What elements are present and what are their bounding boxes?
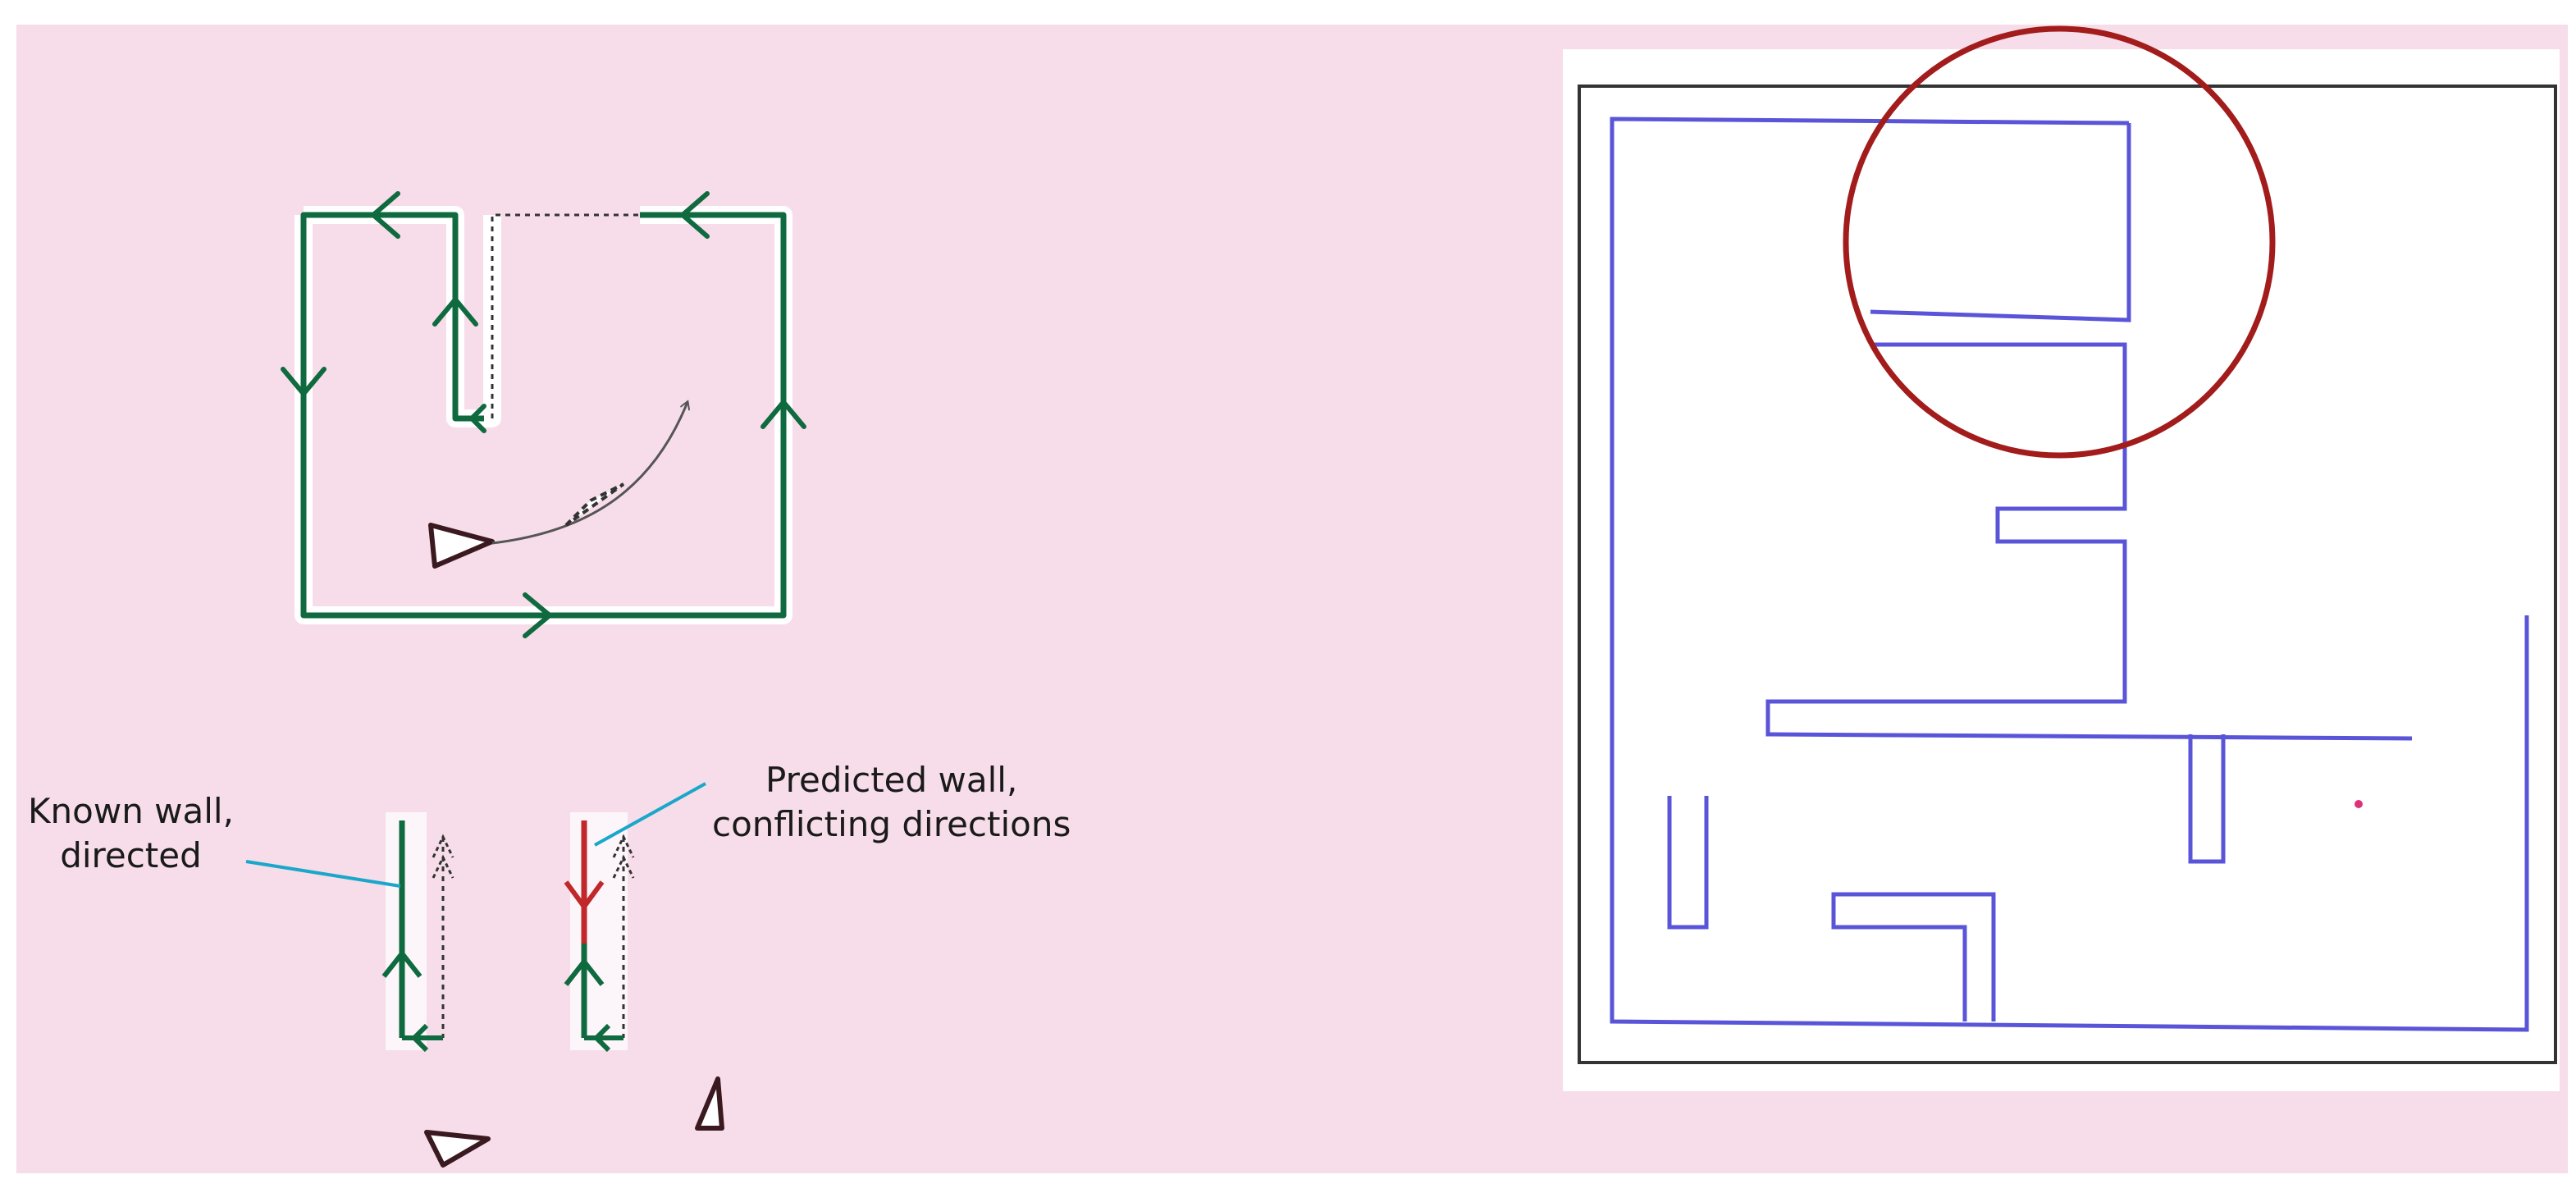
- map-wall: [2188, 734, 2226, 864]
- room-loop-diagram: [281, 191, 806, 638]
- map-border: [1578, 85, 2557, 1064]
- known-wall-loop: [300, 212, 787, 619]
- known-wall-label-line1: Known wall,: [28, 791, 234, 831]
- direction-arrow-icon: [369, 191, 400, 239]
- map-wall: [1765, 342, 2413, 741]
- robot-motion-path: [491, 402, 687, 545]
- map-wall: [1831, 892, 1996, 1021]
- robot-triangle-icon: [424, 1130, 491, 1168]
- robot-triangle-icon: [428, 523, 495, 569]
- known-wall-example: [381, 812, 454, 1053]
- robot-triangle-icon: [695, 1076, 724, 1131]
- direction-arrow-icon: [381, 949, 422, 978]
- known-wall-leader-line: [245, 860, 401, 888]
- robot-position-dot: [2354, 800, 2363, 808]
- direction-arrow-icon: [410, 1023, 429, 1053]
- highlight-circle: [1843, 25, 2276, 459]
- occupancy-map: [1563, 25, 2560, 1091]
- direction-arrow-icon: [281, 367, 327, 398]
- predicted-wall-label-line2: conflicting directions: [712, 804, 1071, 844]
- known-wall-label: Known wall, directed: [28, 789, 234, 878]
- map-wall: [1870, 123, 2131, 322]
- map-wall: [1610, 117, 2529, 1032]
- direction-arrow-icon: [432, 295, 478, 327]
- predicted-wall-label: Predicted wall, conflicting directions: [712, 758, 1071, 847]
- direction-arrow-icon: [592, 1023, 611, 1053]
- direction-arrow-icon: [468, 404, 486, 433]
- direction-arrow-icon: [678, 191, 710, 239]
- direction-arrow-icon: [523, 592, 554, 638]
- predicted-wall-example: [564, 812, 635, 1053]
- robot-predicted-pose-icon: [564, 482, 625, 527]
- conflict-arrow-icon: [564, 880, 605, 912]
- direction-arrow-icon: [564, 957, 605, 986]
- predicted-wall-leader-line: [594, 782, 706, 847]
- known-wall-label-line2: directed: [60, 835, 202, 875]
- map-wall: [1667, 796, 1709, 930]
- predicted-wall-label-line1: Predicted wall,: [765, 760, 1018, 800]
- direction-arrow-icon: [760, 398, 806, 429]
